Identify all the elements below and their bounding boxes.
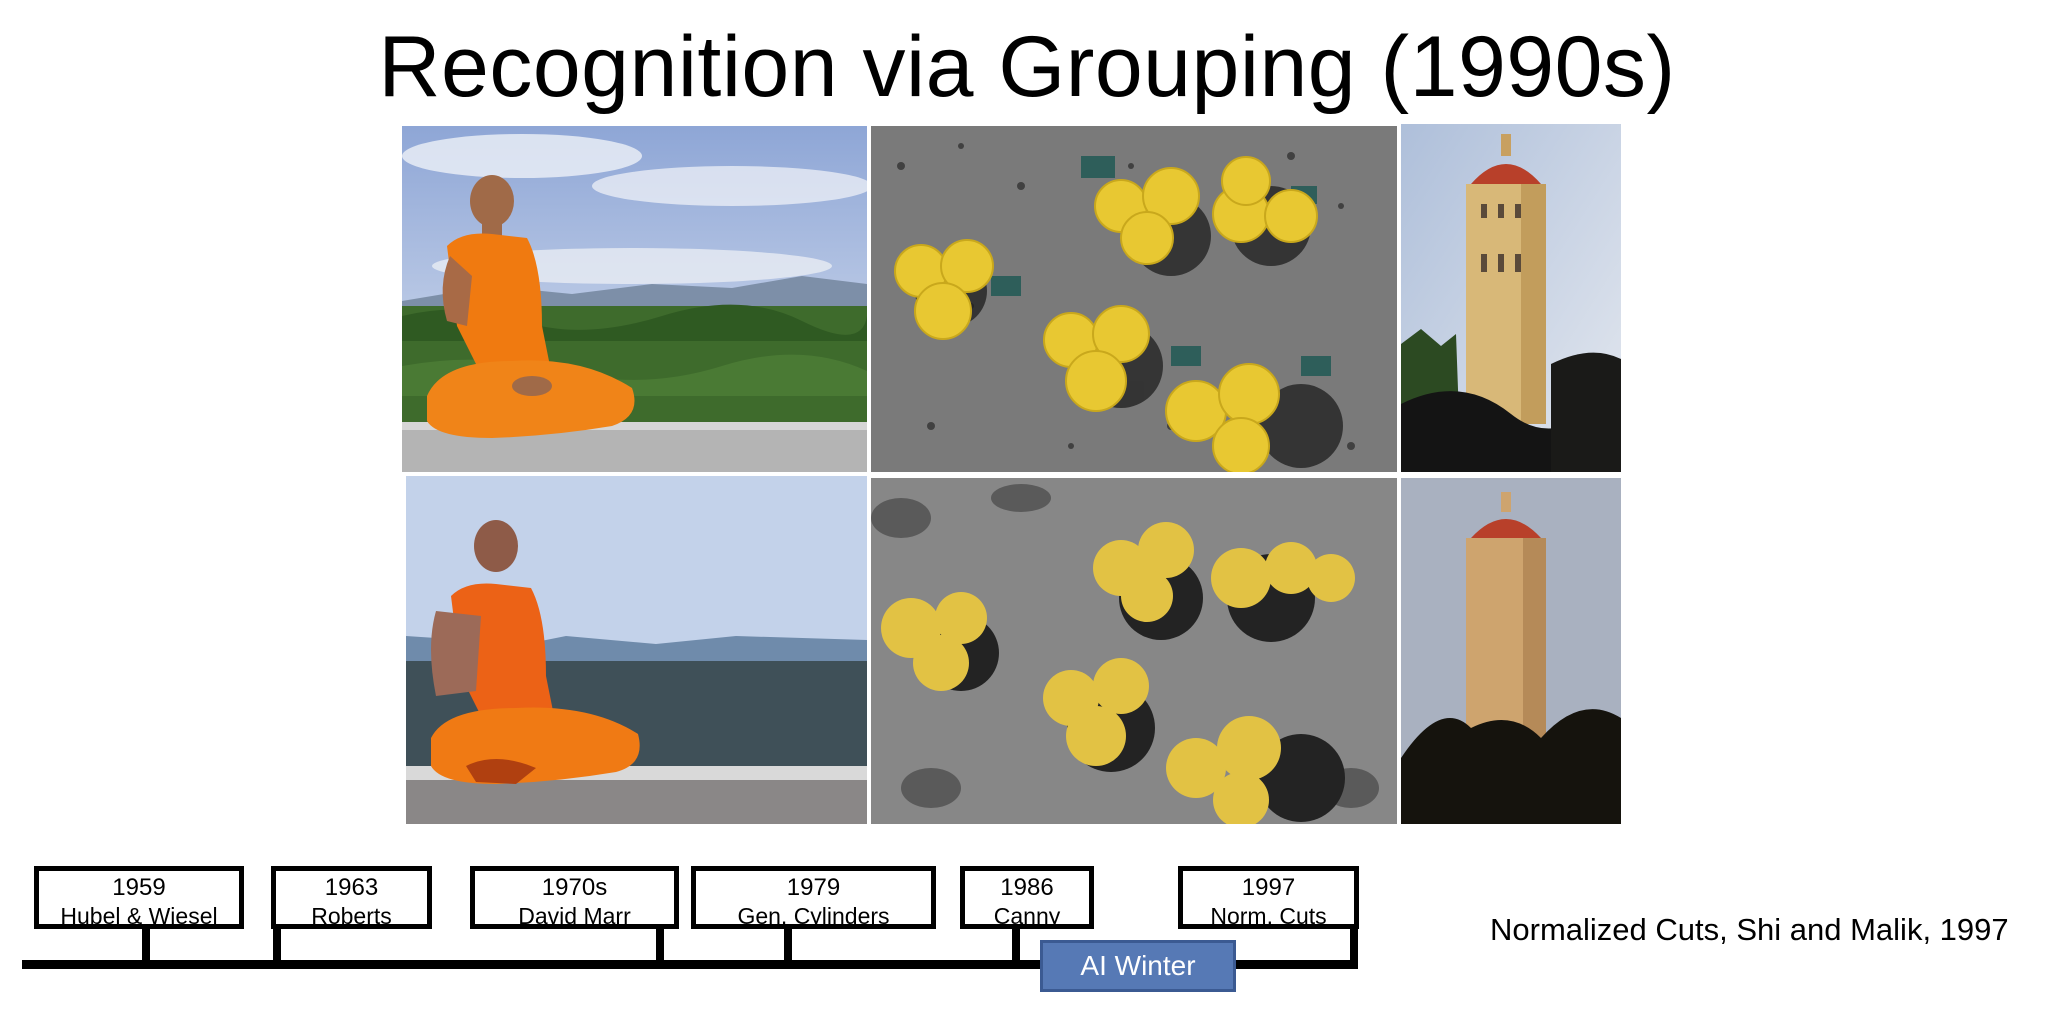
timeline-event-david-marr: 1970s David Marr (470, 866, 679, 929)
timeline-event-canny: 1986 Canny (960, 866, 1094, 929)
photo-monk (402, 126, 867, 472)
timeline-axis (22, 960, 1358, 969)
timeline-tick (1012, 929, 1020, 965)
ai-winter-label: AI Winter (1040, 940, 1236, 992)
event-year: 1963 (324, 874, 379, 901)
event-year: 1997 (1241, 874, 1296, 901)
citation: Normalized Cuts, Shi and Malik, 1997 (1490, 912, 2009, 947)
event-year: 1986 (1000, 874, 1054, 901)
photo-umbrellas (871, 126, 1397, 472)
event-name: Canny (993, 903, 1061, 929)
timeline-event-hubel-wiesel: 1959 Hubel & Wiesel (34, 866, 244, 929)
timeline-event-norm-cuts: 1997 Norm. Cuts (1178, 866, 1359, 929)
photo-tower (1401, 124, 1621, 472)
segmentation-monk (406, 476, 867, 824)
segmentation-tower (1401, 478, 1621, 824)
timeline-tick (784, 929, 792, 965)
event-name: Gen. Cylinders (737, 903, 890, 929)
event-name: David Marr (518, 903, 631, 929)
timeline-event-roberts: 1963 Roberts (271, 866, 432, 929)
timeline-tick (273, 929, 281, 965)
timeline-tick (142, 929, 150, 965)
event-year: 1959 (112, 874, 166, 901)
event-name: Roberts (311, 903, 392, 929)
event-name: Hubel & Wiesel (60, 903, 218, 929)
slide-title: Recognition via Grouping (1990s) (378, 19, 1676, 115)
event-name: Norm. Cuts (1210, 903, 1327, 929)
event-year: 1970s (541, 874, 608, 901)
timeline-tick (1350, 929, 1358, 965)
timeline-event-gen-cylinders: 1979 Gen. Cylinders (691, 866, 936, 929)
segmentation-umbrellas (871, 478, 1397, 824)
event-year: 1979 (786, 874, 841, 901)
timeline-tick (656, 929, 664, 965)
